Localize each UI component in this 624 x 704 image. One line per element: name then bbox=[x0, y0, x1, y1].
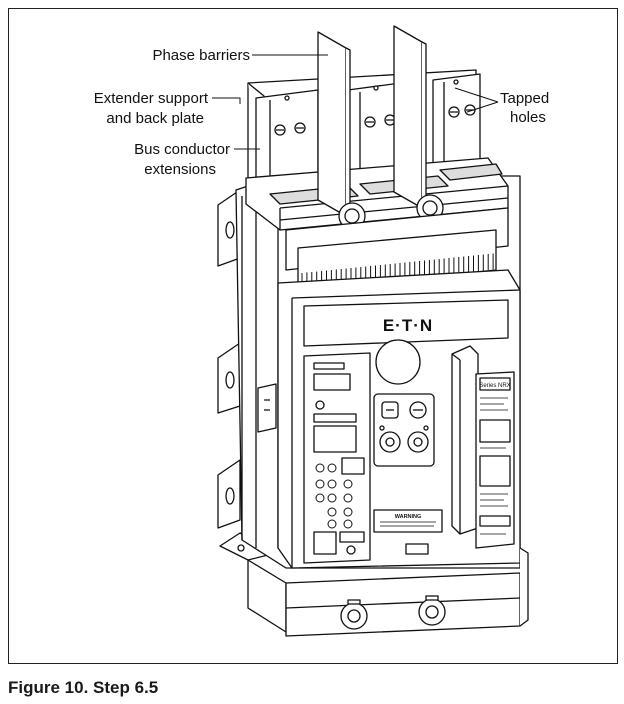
center-controls bbox=[373, 339, 435, 467]
tapped-holes-leader-2 bbox=[466, 101, 499, 113]
extender-support-leader bbox=[212, 97, 241, 104]
brand-logo: E·T·N bbox=[383, 316, 433, 335]
extender-support-label-line1: Extender support bbox=[94, 90, 209, 107]
extender-support-label-line2: and back plate bbox=[106, 110, 204, 127]
rating-nameplate bbox=[475, 371, 515, 549]
left-mounting-brackets bbox=[217, 189, 277, 561]
bus-conductor-label-line1: Bus conductor bbox=[134, 141, 230, 158]
tapped-holes-leader-1 bbox=[454, 87, 499, 103]
phase-barriers bbox=[317, 25, 427, 217]
tapped-holes-label-line2: holes bbox=[510, 109, 546, 126]
breaker-diagram: E·T·N bbox=[94, 25, 549, 637]
lower-cradle bbox=[247, 547, 529, 637]
tapped-holes-label-line1: Tapped bbox=[500, 90, 549, 107]
callout-leaders bbox=[212, 54, 499, 150]
figure-caption: Figure 10. Step 6.5 bbox=[8, 678, 159, 697]
trip-unit bbox=[303, 352, 371, 564]
figure-frame bbox=[8, 8, 618, 664]
nameplate-text-lines bbox=[480, 397, 508, 535]
warning-label-box bbox=[373, 509, 443, 555]
warning-label: WARNING bbox=[395, 514, 422, 520]
charging-handle bbox=[451, 345, 479, 535]
phase-barriers-label: Phase barriers bbox=[152, 47, 250, 64]
bus-conductor-label-line2: extensions bbox=[144, 161, 216, 178]
series-label: Series NRX bbox=[479, 383, 510, 389]
callout-labels: Phase barriers Extender support and back… bbox=[94, 47, 549, 178]
